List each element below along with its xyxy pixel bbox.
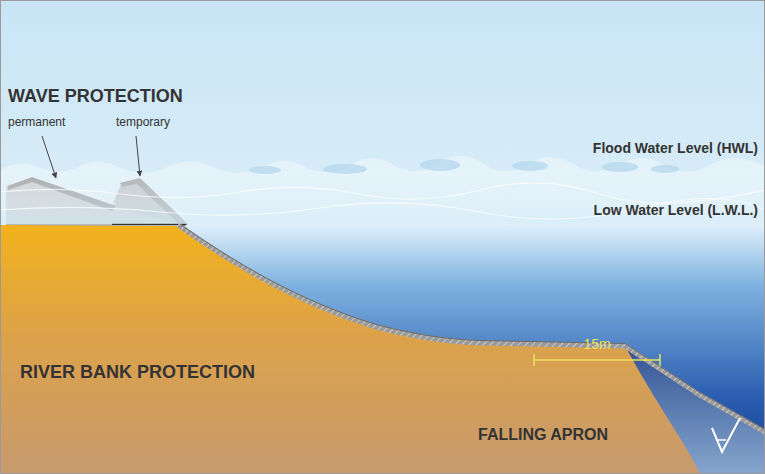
heading-label: WAVE PROTECTION (8, 86, 183, 107)
part-label: permanent (8, 116, 65, 130)
level-label: Flood Water Level (HWL) (593, 140, 758, 156)
region-label: FALLING APRON (478, 426, 608, 444)
part-label: temporary (116, 116, 170, 130)
level-label: Low Water Level (L.W.L.) (594, 202, 758, 218)
dimension-label: 15m (583, 336, 610, 352)
region-label: RIVER BANK PROTECTION (20, 362, 255, 383)
